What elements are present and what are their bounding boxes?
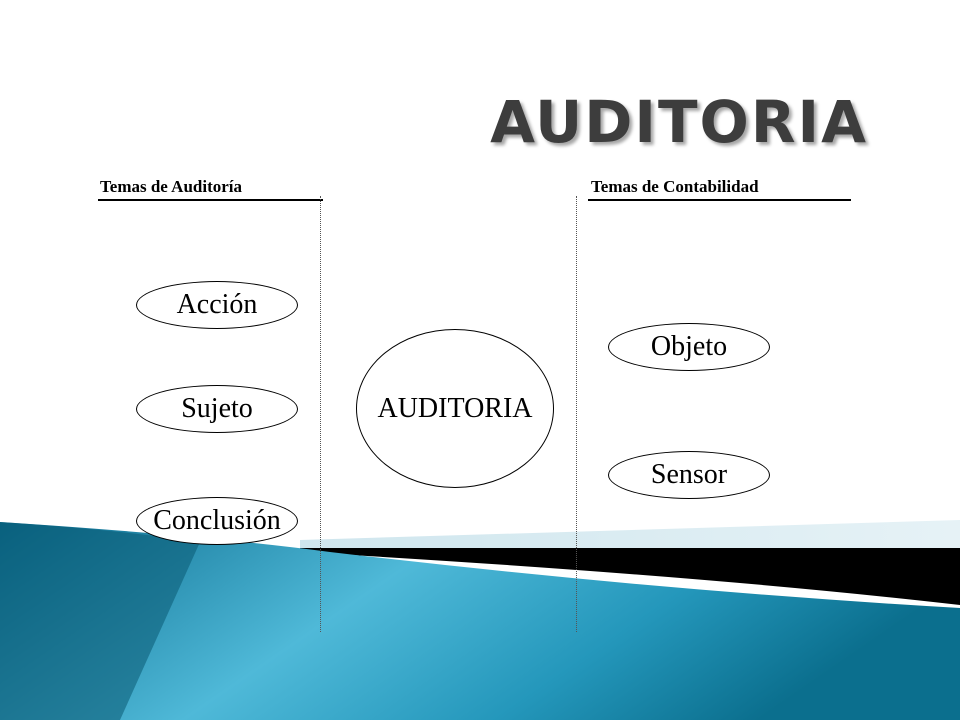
teal-wave [0, 522, 960, 720]
light-wave [300, 520, 960, 552]
ellipse-center-auditoria: AUDITORIA [356, 329, 554, 488]
slide-title: AUDITORIA [490, 88, 868, 156]
left-heading-underline [98, 199, 323, 201]
left-divider [320, 196, 321, 632]
right-heading-underline [588, 199, 851, 201]
ellipse-accion: Acción [136, 281, 298, 329]
ellipse-conclusion: Conclusión [136, 497, 298, 545]
black-band [300, 548, 960, 605]
right-column-heading: Temas de Contabilidad [591, 177, 759, 196]
right-divider [576, 196, 577, 632]
ellipse-sujeto: Sujeto [136, 385, 298, 433]
ellipse-objeto: Objeto [608, 323, 770, 371]
left-column-heading: Temas de Auditoría [100, 177, 243, 196]
dark-teal-shade [0, 522, 200, 720]
ellipse-sensor: Sensor [608, 451, 770, 499]
